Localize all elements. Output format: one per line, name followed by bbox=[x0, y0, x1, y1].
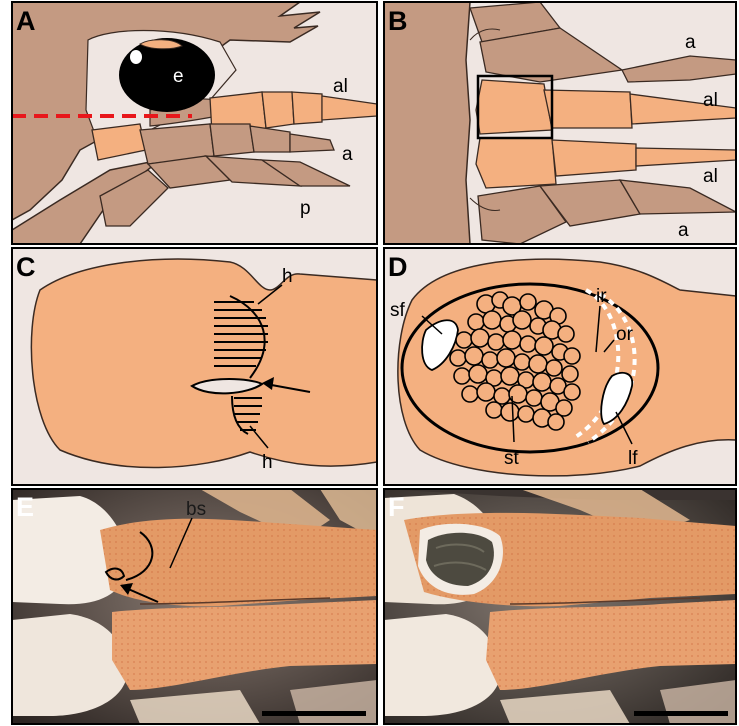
antennule-label: al bbox=[333, 76, 348, 97]
bs-label: bs bbox=[186, 499, 206, 520]
panel-e-photo: bs bbox=[12, 489, 377, 724]
st-label: st bbox=[504, 448, 520, 469]
scale-bar-f bbox=[634, 711, 728, 716]
panel-c: h h bbox=[12, 248, 377, 485]
panel-d-letter: D bbox=[388, 252, 408, 282]
lf-label: lf bbox=[628, 448, 638, 469]
panel-f-letter: F bbox=[388, 492, 405, 522]
eye-label: e bbox=[173, 66, 184, 87]
pereopod-label: p bbox=[300, 198, 311, 219]
panel-a-letter: A bbox=[16, 6, 36, 36]
cephalon-shape bbox=[384, 2, 470, 244]
lower-antenna-label: a bbox=[678, 220, 689, 241]
antenna-label: a bbox=[342, 144, 353, 165]
panel-a: e al a p bbox=[12, 2, 377, 244]
panel-e-letter: E bbox=[16, 492, 34, 522]
lower-antennule-label: al bbox=[703, 166, 718, 187]
scale-bar-e bbox=[262, 711, 366, 716]
panel-c-letter: C bbox=[16, 252, 36, 282]
hair-bottom-label: h bbox=[262, 452, 273, 473]
upper-antenna-label: a bbox=[685, 32, 696, 53]
segment-shape bbox=[31, 259, 377, 467]
or-label: or bbox=[616, 324, 634, 345]
eye-highlight bbox=[130, 50, 142, 64]
hair-top-label: h bbox=[282, 266, 293, 287]
upper-antennule-label: al bbox=[703, 90, 718, 111]
ir-label: ir bbox=[596, 286, 607, 307]
panel-f-photo bbox=[384, 489, 736, 724]
panel-b: a al al a bbox=[384, 2, 736, 244]
sf-label: sf bbox=[390, 300, 406, 321]
panel-b-letter: B bbox=[388, 6, 408, 36]
panel-d: sf ir or st lf bbox=[384, 248, 736, 485]
